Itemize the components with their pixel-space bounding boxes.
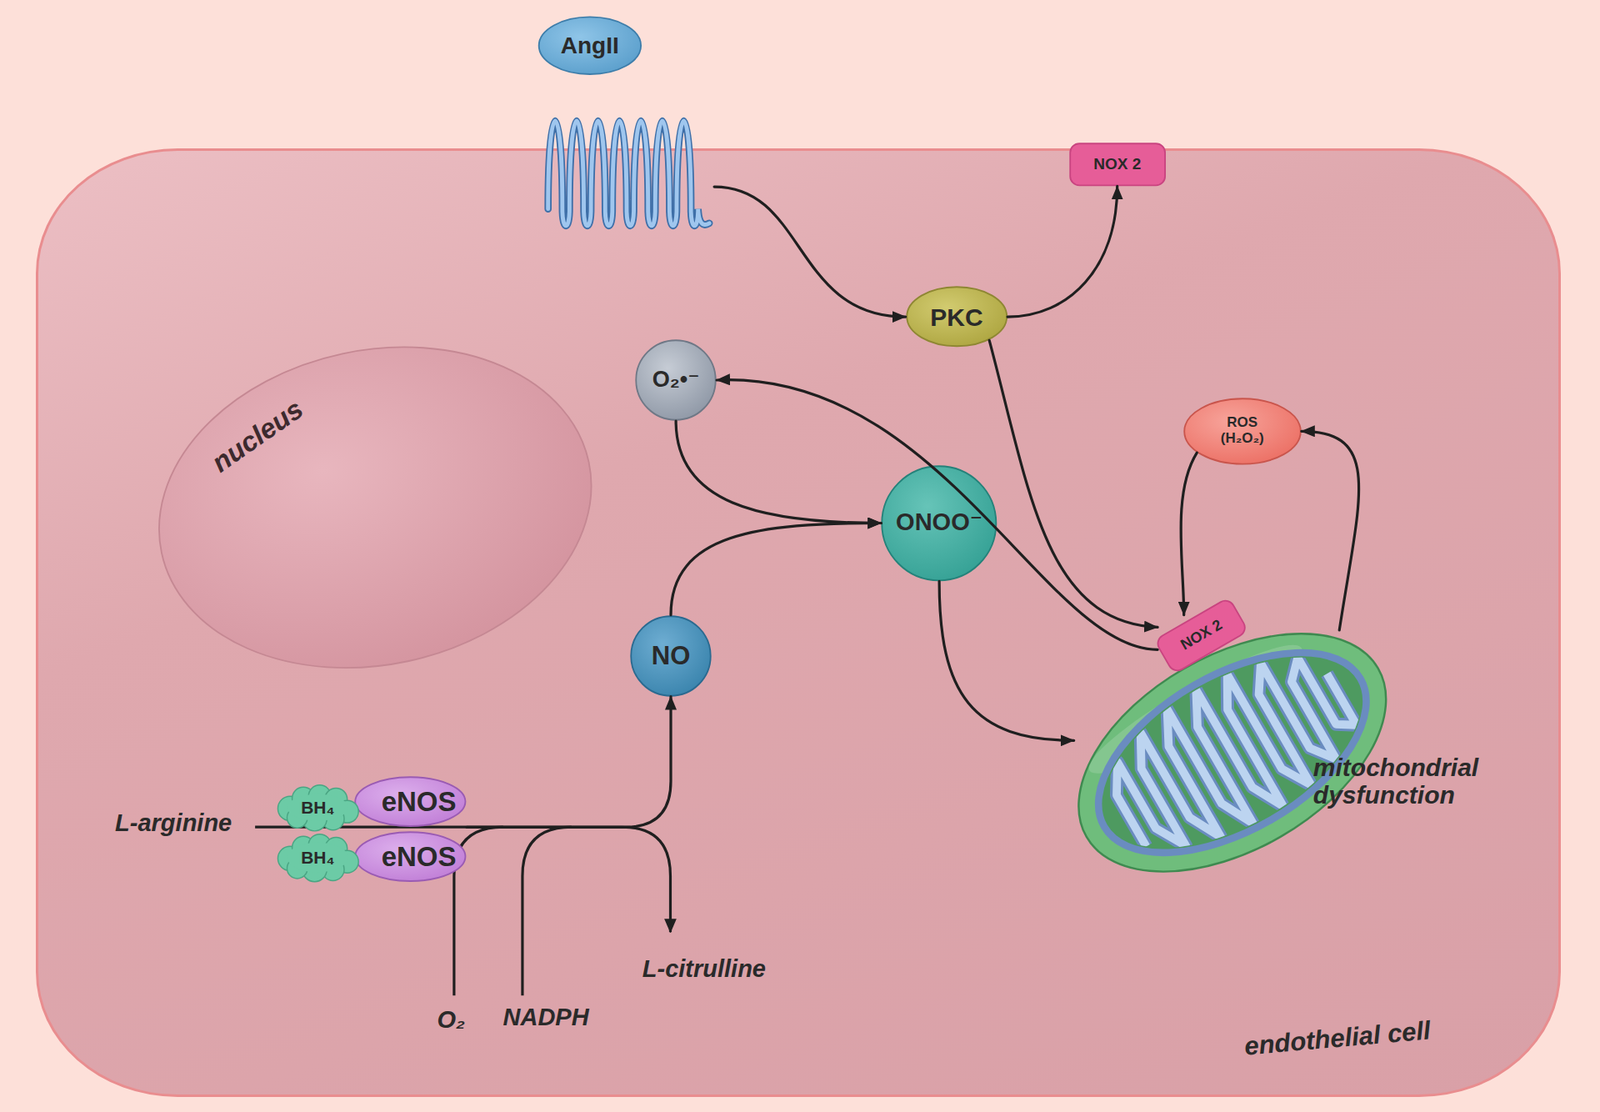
node-text: ROS (H₂O₂) [1212,415,1272,447]
shape-fill [1184,398,1301,464]
reactant-label: NADPH [503,1004,590,1031]
cristae-outline [1090,629,1374,876]
reactant-label: O₂ [436,1007,465,1035]
blob-core [287,794,349,821]
kinase-ellipse: PKC [905,285,1008,347]
shape-outline [1074,630,1534,875]
node-text: eNOS [381,786,457,817]
node-text: mitochondrial dysfunction [1313,753,1533,809]
cofactor-blob: BH₄ [275,785,360,829]
node-text: NOX 2 [1093,155,1141,174]
reactant-label: L-arginine [115,810,232,837]
mitochondrion: mitochondrial dysfunctionNOX 2 [1074,630,1534,875]
enzyme-box: NOX 2 [1069,142,1166,187]
ligand-receptor: AngII [535,15,715,230]
shape-fill [128,308,621,707]
cristae-fill [1090,629,1374,876]
molecule-ellipse: ROS (H₂O₂) [1183,397,1302,465]
molecule-circle: O₂•⁻ [635,339,717,421]
shape-fill [630,615,711,696]
enzyme-ellipse: eNOS [354,830,467,882]
mitochondrion-body [1037,584,1426,921]
node-text: eNOS [381,841,457,872]
node-text: BH₄ [300,798,335,818]
shape-fill [906,287,1007,347]
ligand-ellipse [539,17,641,75]
shape-outline [155,349,595,666]
cell-body: endothelial cell NOX 2 PKC nucleus O₂•⁻ ROS (… [35,148,1562,1098]
node-text: PKC [930,303,983,331]
node-text: BH₄ [300,847,335,867]
inner-membrane [1065,611,1400,895]
shape-fill [355,776,466,826]
receptor-coil [548,120,710,226]
molecule-circle: NO [630,615,712,697]
node-text: O₂•⁻ [652,367,700,393]
outer-membrane [1037,584,1426,921]
shape-fill [881,465,996,580]
reactant-label: L-citrulline [642,955,766,983]
node-text: endothelial cell [1243,1015,1432,1060]
shape-fill [355,832,466,882]
blob-core [287,842,349,873]
node-text: ONOO⁻ [895,510,983,537]
node-text: NO [651,641,691,670]
receptor-coil [548,120,710,226]
shape-fill [1155,596,1249,674]
cofactor-blob: BH₄ [275,834,360,880]
shape-fill [1070,143,1165,185]
shape-fill [635,340,716,420]
enzyme-box: NOX 2 [1157,615,1245,656]
node-text: AngII [560,33,620,60]
cristae [1090,629,1374,876]
nucleus-ellipse: nucleus [155,349,595,666]
molecule-circle: ONOO⁻ [880,465,998,582]
enzyme-ellipse: eNOS [354,775,467,827]
